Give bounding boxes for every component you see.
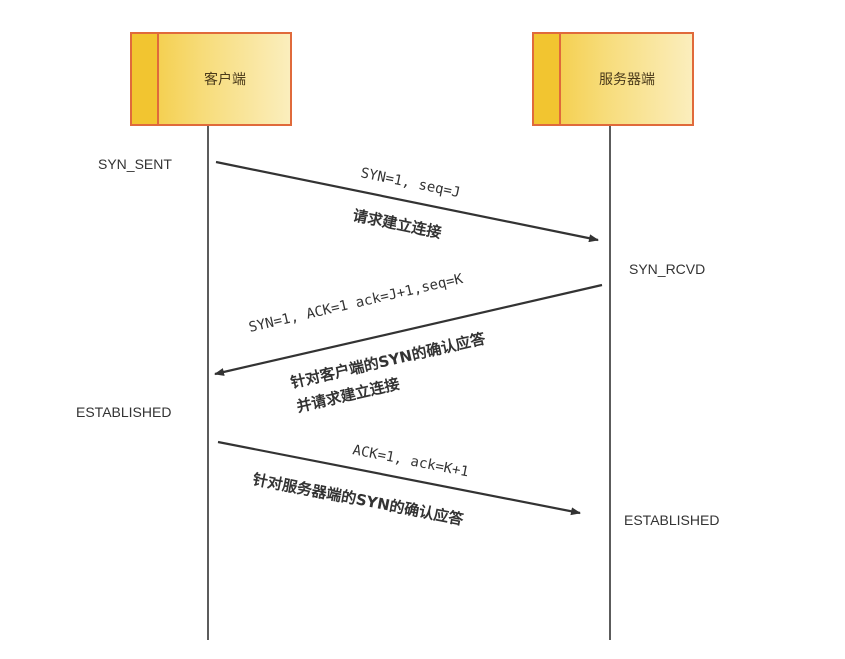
- message-1-description: 请求建立连接: [351, 206, 443, 242]
- message-3-arrow: [217, 440, 581, 516]
- message-2-params: SYN=1, ACK=1 ack=J+1,seq=K: [247, 271, 465, 336]
- client-box-strip: [132, 34, 159, 124]
- server-state-established: ESTABLISHED: [624, 512, 720, 528]
- client-box: 客户端: [130, 32, 292, 126]
- message-3-params: ACK=1, ack=K+1: [351, 442, 470, 480]
- server-box-strip: [534, 34, 561, 124]
- message-1-params: SYN=1, seq=J: [359, 165, 461, 201]
- message-2-arrow: [214, 283, 603, 376]
- message-1-arrow: [215, 160, 599, 243]
- client-label: 客户端: [204, 72, 246, 88]
- server-state-syn-rcvd: SYN_RCVD: [629, 261, 706, 277]
- server-label: 服务器端: [599, 72, 655, 88]
- message-3-description: 针对服务器端的SYN的确认应答: [251, 470, 466, 529]
- client-state-syn-sent: SYN_SENT: [98, 156, 172, 172]
- server-box: 服务器端: [532, 32, 694, 126]
- client-state-established: ESTABLISHED: [76, 404, 172, 420]
